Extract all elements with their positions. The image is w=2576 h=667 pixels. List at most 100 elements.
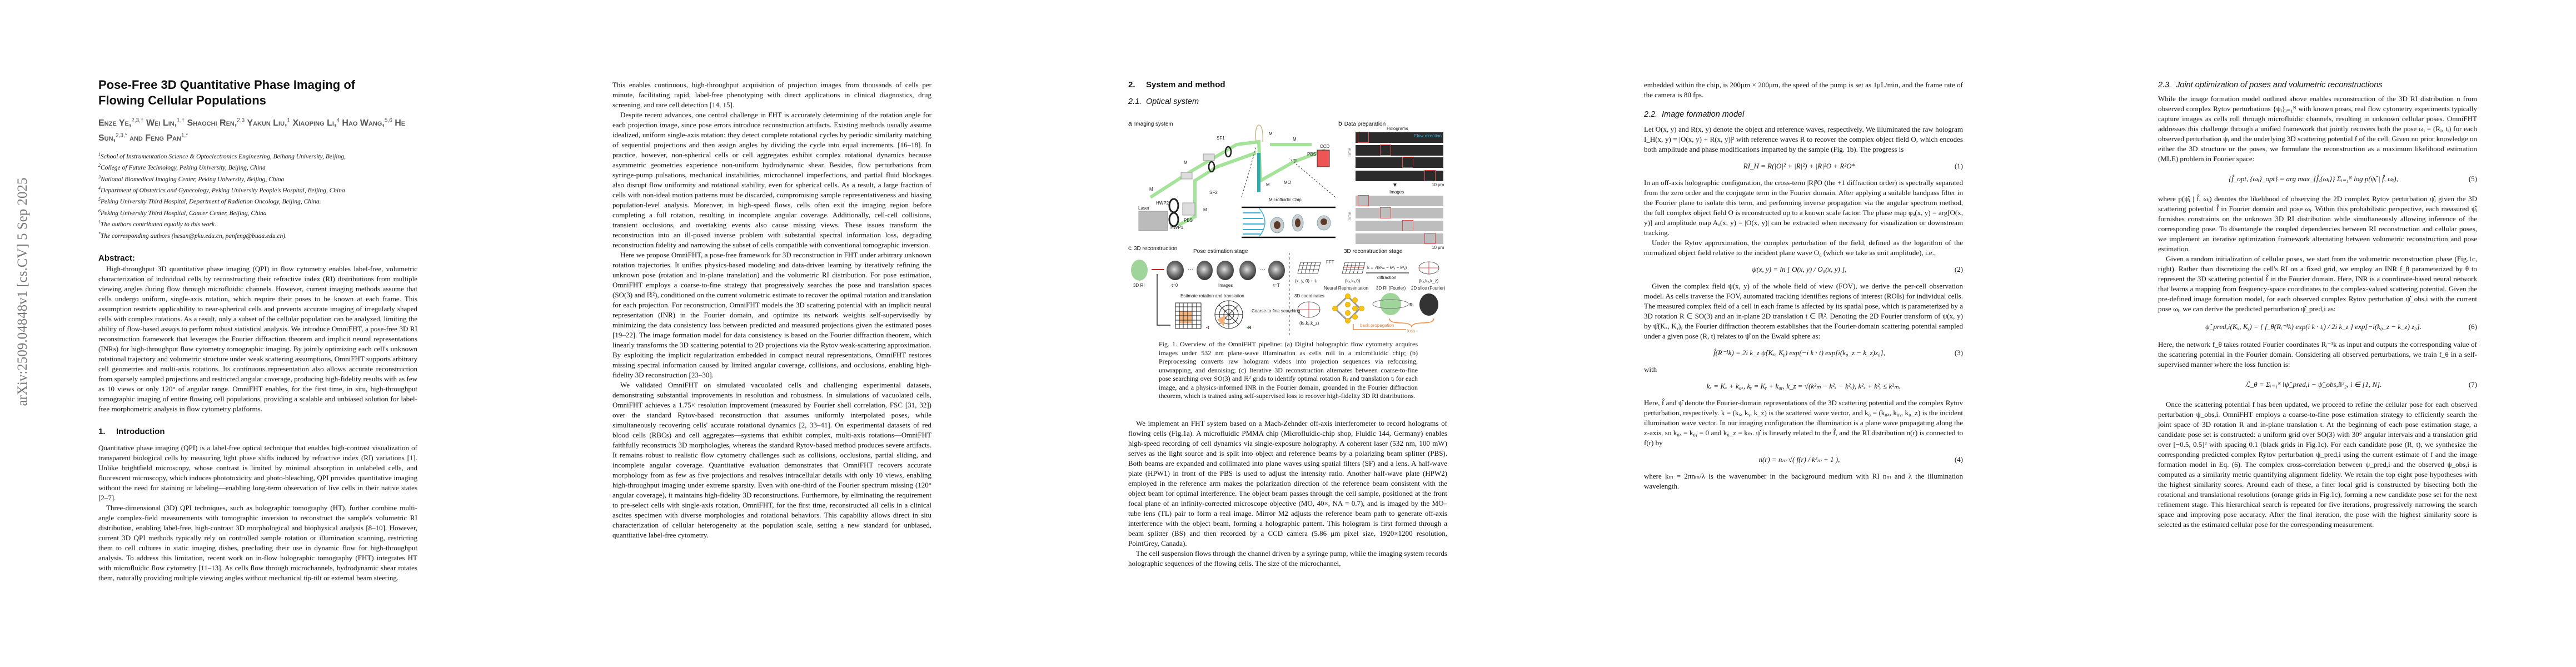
label-sf2: SF2: [1209, 190, 1218, 195]
label-coarse-to-fine: Coarse-to-fine searching: [1252, 308, 1301, 313]
paragraph: Once the scattering potential f has been…: [2158, 400, 2477, 529]
projection-image: [1197, 261, 1213, 280]
hologram-frame: Flow direction: [1356, 132, 1443, 143]
neural-network: [1332, 293, 1364, 323]
paragraph: Under the Rytov approximation, the compl…: [1644, 238, 1963, 257]
label-rotation-ri: Rᵢ: [1409, 302, 1413, 307]
label-kz-formula: k = √(k²ₘ − k²ₓ − k²ᵧ): [1367, 265, 1407, 270]
paragraph: Given the complex field ψ(x, y) of the w…: [1644, 282, 1963, 340]
paragraph: This enables continuous, high-throughput…: [612, 81, 931, 109]
label-tube-lens: TL: [1293, 158, 1298, 163]
label-back-propagation: back propagation: [1360, 323, 1394, 328]
label-images: Images: [1218, 283, 1233, 288]
label-3d-ri: 3D RI: [1133, 283, 1145, 288]
label-3d-coordinates: 3D coordinates: [1294, 293, 1324, 298]
paragraph: Given a random initialization of cellula…: [2158, 255, 2477, 313]
pbs-icon: [1182, 202, 1195, 216]
phase-image-frame: [1356, 207, 1443, 218]
affiliation: 2College of Future Technology, Peking Un…: [98, 163, 266, 171]
affiliation: *The corresponding authors (hesun@pku.ed…: [98, 231, 287, 240]
label-fft: FFT: [1326, 260, 1334, 265]
author: and Feng Pan1,*: [129, 132, 188, 143]
label-ri: •R: [1247, 325, 1252, 330]
label-mirror: M: [1293, 137, 1297, 142]
label-ti: •t: [1206, 325, 1209, 330]
paragraph: where kₘ = 2πnₘ/λ is the wavenumber in t…: [1644, 472, 1963, 490]
down-arrow-icon: ▼: [1392, 182, 1398, 188]
pinhole-icon: [1224, 146, 1232, 158]
paper-title: Pose-Free 3D Quantitative Phase Imaging …: [98, 77, 417, 108]
paragraph: where p(ψ̂ᵢ | f̂, ωᵢ) denotes the likeli…: [2158, 195, 2477, 253]
microfluidic-chip-inset: [1241, 147, 1336, 238]
equation-4: n(r) = nₘ √( f(r) / k²ₘ + 1 ),(4): [1758, 455, 1963, 464]
label-time-axis: Time: [1347, 211, 1353, 222]
author-list: Enze Ye,2,3,† Wei Lin,1,† Shaochi Ren,2,…: [98, 115, 417, 145]
label-mirror: M: [1266, 182, 1270, 187]
ellipsis: …: [1260, 265, 1265, 271]
tubing-icon: [1255, 125, 1264, 142]
abstract-heading: Abstract:: [98, 253, 135, 263]
label-hwp2: HWP2: [1156, 201, 1169, 206]
projection-image: [1167, 261, 1184, 280]
fourier-grids: [1297, 261, 1439, 318]
figure-1-caption: Fig. 1. Overview of the OmniFHT pipeline…: [1159, 340, 1418, 400]
hologram-frame: [1356, 157, 1443, 168]
paragraph: Here we propose OmniFHT, a pose-free fra…: [612, 251, 931, 379]
scale-bar-label: 10 μm: [1432, 245, 1444, 250]
column-3-body: We implement an FHT system based on a Ma…: [1128, 419, 1447, 569]
projection-image: [1239, 261, 1256, 280]
author: Yakun Liu,1: [247, 118, 291, 128]
affiliation: 4Department of Obstetrics and Gynecology…: [98, 185, 345, 194]
rotation-polar-grid: [1214, 300, 1243, 329]
projection-image: [1217, 261, 1234, 280]
label-tT: t=T: [1273, 283, 1280, 288]
label-hwp1: HWP1: [1170, 225, 1184, 230]
paragraph: In an off-axis holographic configuration…: [1644, 178, 1963, 237]
waveplate-icon: [1168, 212, 1179, 227]
phase-image-frame: [1356, 195, 1443, 206]
equation-2: ψ(x, y) = ln [ O(x, y) / O₀(x, y) ],(2): [1752, 265, 1963, 273]
label-sf1: SF1: [1217, 136, 1225, 141]
label-laser: Laser: [1138, 206, 1150, 211]
label-t0: t=0: [1172, 283, 1178, 288]
author: Xiaoping Li,4: [292, 118, 340, 128]
label-neural-representation: Neural Representation: [1324, 286, 1369, 291]
projection-image: [1268, 261, 1285, 280]
optical-components: [1138, 125, 1330, 231]
author: Enze Ye,2,3,†: [98, 118, 144, 128]
affiliation: 6Peking University Third Hospital, Cance…: [98, 208, 267, 217]
hologram-frame: [1356, 170, 1443, 181]
affiliation: 1School of Instrumentation Science & Opt…: [98, 151, 346, 160]
label-objective: MO: [1284, 180, 1291, 185]
label-pbs: PBS: [1184, 218, 1193, 223]
label-loss: loss: [1407, 328, 1416, 334]
syringe-icon: [1257, 153, 1260, 192]
arxiv-stamp: arXiv:2509.04848v1 [cs.CV] 5 Sep 2025: [14, 177, 31, 406]
label-estimate-rotation-translation: Estimate rotation and translation: [1180, 293, 1244, 298]
paragraph: We implement an FHT system based on a Ma…: [1128, 419, 1447, 547]
author: Hao Wang,5,6: [342, 118, 392, 128]
equation-5: {f̂_opt, {ωᵢ}_opt} = arg max_{f̂,{ωᵢ}} Σ…: [2228, 175, 2477, 183]
2d-slice-image: [1419, 293, 1438, 316]
ellipsis: …: [1188, 265, 1193, 271]
backprop-arrow: [1353, 324, 1406, 330]
label-ewald-coords: (kₓ,kᵧ,k_z): [1419, 278, 1439, 283]
label-flow-direction: Flow direction: [1414, 133, 1442, 138]
translation-grid: [1175, 302, 1202, 329]
title-line: Pose-Free 3D Quantitative Phase Imaging …: [98, 78, 356, 92]
label-pose-estimation-stage: Pose estimation stage: [1193, 248, 1248, 255]
pinhole-icon: [1208, 161, 1215, 173]
affiliation: 5Peking University Third Hospital, Depar…: [98, 197, 321, 206]
label-2d-slice-fourier: 2D slice (Fourier): [1411, 286, 1446, 291]
label-microfluidic-chip: Microfluidic Chip: [1269, 197, 1302, 202]
hologram-frame: [1356, 145, 1443, 156]
label-mirror: M: [1184, 160, 1188, 165]
optical-beam-paths: [1149, 140, 1327, 227]
section-heading-system-and-method: 2.System and method: [1128, 80, 1225, 89]
paragraph: Quantitative phase imaging (QPI) is a la…: [98, 444, 417, 502]
paragraph: The cell suspension flows through the ch…: [1128, 549, 1447, 568]
author: Wei Lin,1,†: [146, 118, 185, 128]
